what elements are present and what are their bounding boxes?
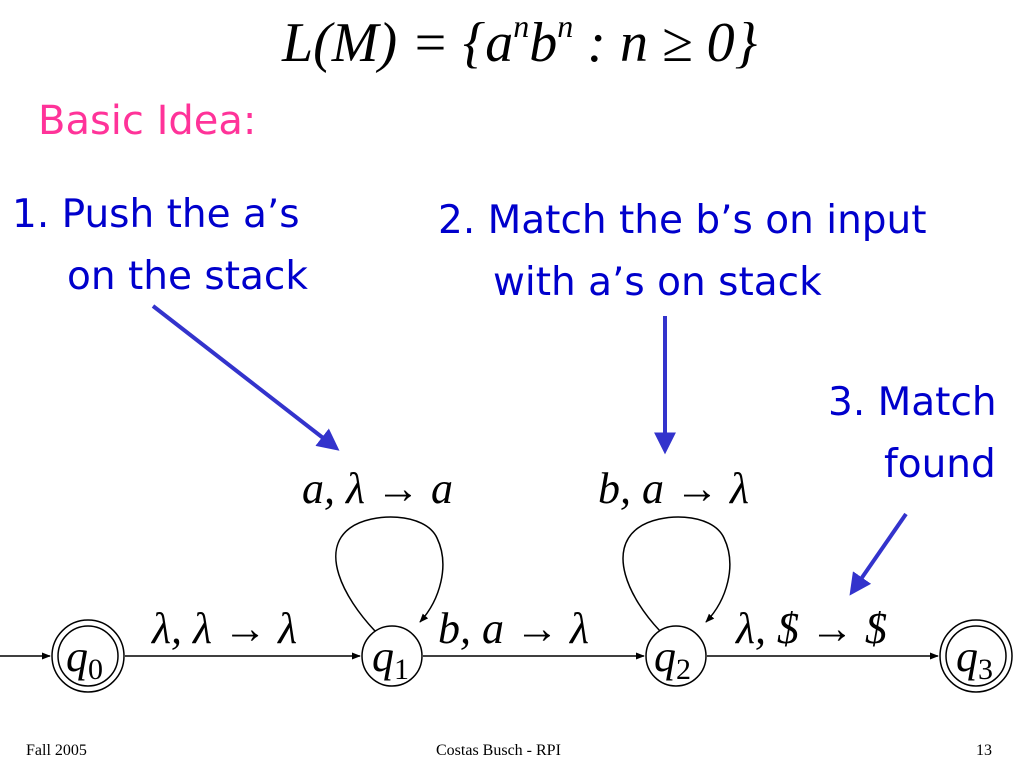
state-q1 [361, 625, 423, 687]
transition-label-q0-q1: λ, λ → λ [152, 604, 298, 653]
footer-date: Fall 2005 [26, 742, 87, 759]
loop-label-q1: a, λ → a [302, 464, 454, 513]
state-label-q0: q0 [66, 632, 103, 686]
note-match-found: 3. Match found [828, 380, 997, 487]
callout-arrow-1 [151, 304, 340, 451]
self-loop-q2 [622, 516, 731, 632]
callout-arrow-3 [849, 512, 908, 596]
transition-label-q2-q3: λ, $ → $ [736, 604, 888, 653]
state-label-q3: q3 [956, 632, 993, 686]
transition-label-q1-q2: b, a → λ [438, 604, 590, 653]
self-loop-q1 [335, 516, 444, 632]
language-definition: L(M) = {anbn : n ≥ 0} [282, 8, 758, 74]
basic-idea-heading: Basic Idea: [38, 98, 257, 144]
note-match-input: 2. Match the b’s on input with a’s on st… [438, 198, 927, 305]
note-push: 1. Push the a’s on the stack [12, 192, 308, 299]
state-label-q2: q2 [654, 632, 691, 686]
state-q3 [939, 619, 1013, 693]
loop-label-q2: b, a → λ [598, 464, 750, 513]
state-q2 [645, 625, 707, 687]
footer-page-number: 13 [976, 742, 992, 759]
state-q0 [51, 619, 125, 693]
state-label-q1: q1 [372, 632, 409, 686]
footer-author: Costas Busch - RPI [436, 742, 561, 759]
